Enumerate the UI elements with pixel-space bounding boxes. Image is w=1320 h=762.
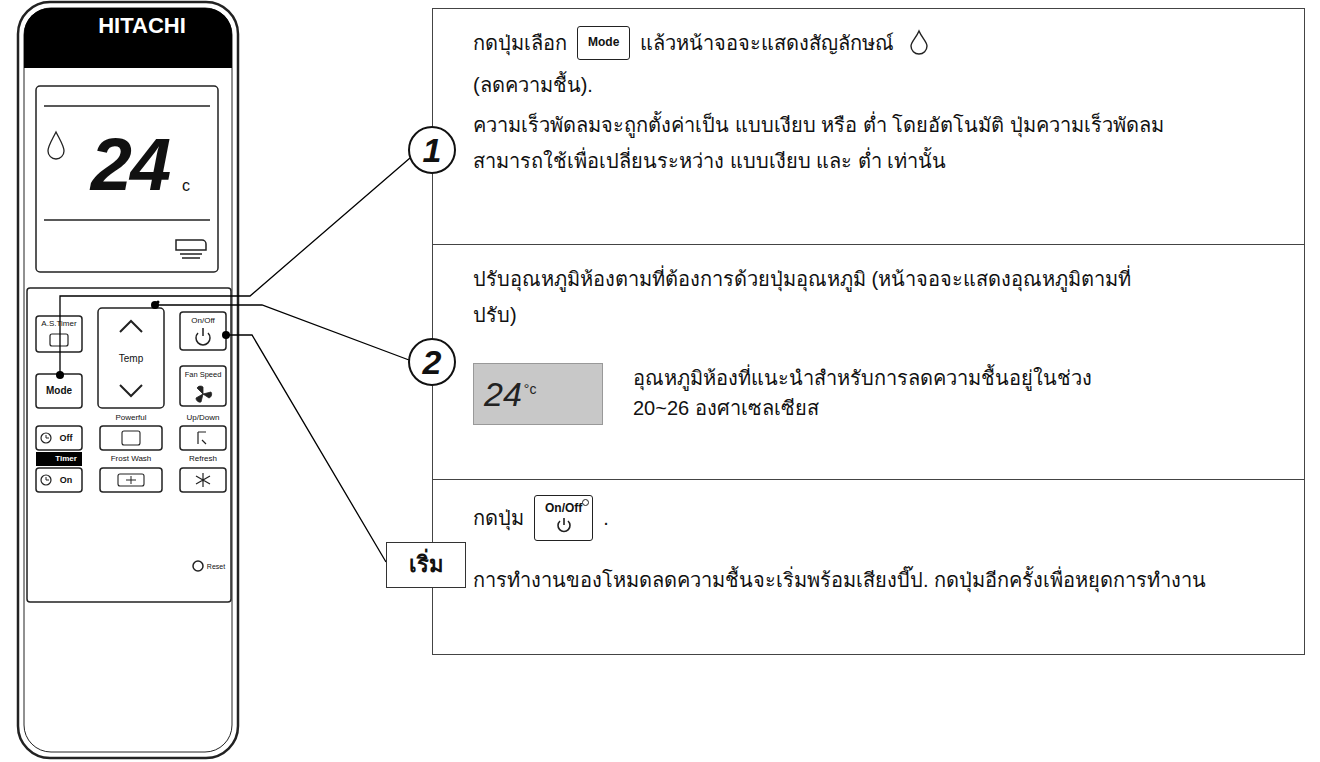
timer-band [36, 452, 82, 466]
remote-label: Off [60, 434, 73, 443]
remote-body [18, 2, 238, 758]
node-text: (ลดความชื้น). [473, 67, 1173, 103]
step-panel: กดปุ่มเลือก แล้วหน้าจอจะแสดงสัญลักษณ์ (ลดค… [432, 8, 1305, 245]
node-text: ปรับอุณหภูมิห้องตามที่ต้องการด้วยปุ่มอุณ… [473, 261, 1173, 333]
button-icon: Mode [577, 26, 630, 60]
remote-label: A.S.Timer [41, 320, 76, 328]
step-number: 1 [408, 126, 456, 174]
indicator-dot [582, 499, 589, 506]
remote-label: Reset [207, 563, 225, 570]
display-digits: °c [524, 382, 537, 396]
remote-label: Fan Speed [185, 371, 222, 379]
callout-number: 1 [423, 133, 442, 167]
power-symbol [555, 516, 573, 534]
lcd-digits: 24 [91, 128, 169, 202]
node-text: ความเร็วพัดลมจะถูกตั้งค่าเป็น แบบเงียบ ห… [473, 107, 1173, 179]
node-text: กดปุ่มเลือก [473, 25, 567, 61]
remote-label: On [60, 476, 73, 485]
node-text: แล้วหน้าจอจะแสดงสัญลักษณ์ [640, 25, 894, 61]
remote-display [36, 86, 218, 272]
remote-label: HITACHI [98, 15, 186, 37]
remote-label: Powerful [115, 414, 146, 422]
start-label: เริ่ม [386, 542, 466, 588]
step-number: 2 [408, 338, 456, 386]
remote-header [24, 8, 232, 68]
display-sample: 24°c [473, 363, 603, 425]
node-text: กดปุ่ม [473, 500, 524, 536]
node-text: การทำงานของโหมดลดความชื้นจะเริ่มพร้อมเสี… [473, 562, 1233, 598]
leader-dots [56, 301, 230, 380]
remote-label: c [182, 178, 190, 194]
remote-buttons [27, 288, 231, 602]
remote-label: Frost Wash [111, 455, 152, 463]
remote-label: On/Off [191, 317, 214, 325]
display-digits: 24 [484, 377, 522, 411]
callout-number: 2 [423, 345, 442, 379]
button-icon: On/Off [534, 495, 593, 541]
remote-label: Up/Down [187, 414, 220, 422]
remote-label: Refresh [189, 455, 217, 463]
node-text: . [603, 500, 609, 536]
dehumidify-symbol [908, 29, 930, 55]
button-label: Mode [588, 36, 619, 49]
step-panel: กดปุ่ม. การทำงานของโหมดลดความชื้นจะเริ่มพ… [432, 480, 1305, 655]
remote-label: Timer [55, 455, 77, 463]
node-text: อุณหภูมิห้องที่แนะนำสำหรับการลดความชื้นอ… [633, 363, 1093, 423]
step-panel: ปรับอุณหภูมิห้องตามที่ต้องการด้วยปุ่มอุณ… [432, 245, 1305, 480]
leader-lines [60, 158, 410, 562]
button-label: On/Off [545, 502, 582, 515]
remote-label: Mode [46, 386, 72, 396]
node-text: เริ่ม [409, 554, 444, 576]
remote-label: Temp [119, 354, 143, 364]
